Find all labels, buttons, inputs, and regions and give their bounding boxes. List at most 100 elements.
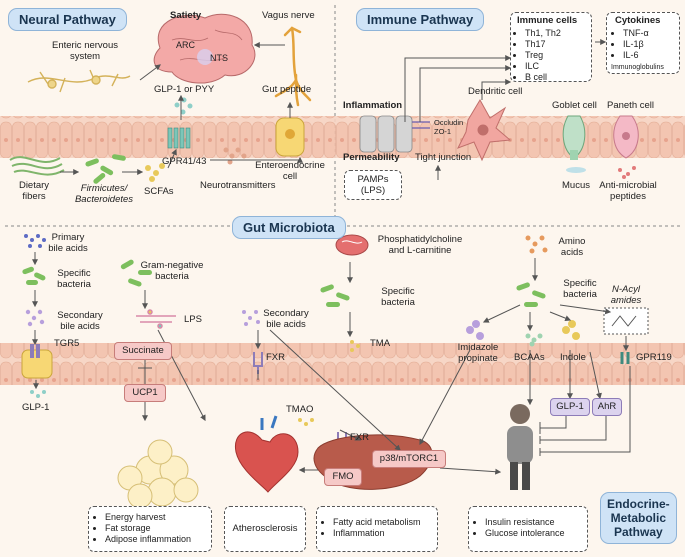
fxr-label-2: FXR [350, 432, 369, 443]
vagus-nerve-label: Vagus nerve [262, 10, 315, 21]
cytokine-item: IL-1β [623, 39, 649, 50]
secondary-bile-acids-1-label: Secondary bile acids [57, 310, 103, 332]
amino-acid-dots [525, 235, 548, 254]
glp1-pyy-label: GLP-1 or PYY [154, 84, 215, 95]
glp1-dots-left [30, 390, 46, 398]
bacteria-cluster-neural [85, 154, 126, 184]
tgr5-receptor-icon [21, 344, 53, 379]
glp1-left-label: GLP-1 [22, 402, 50, 413]
fmo-box: FMO [324, 468, 362, 486]
tma-label: TMA [370, 338, 391, 349]
immune-cell-item: B cell [525, 72, 561, 83]
immune-cell-item: Treg [525, 50, 561, 61]
specific-bacteria-1-label: Specific bacteria [57, 268, 91, 290]
specific-bacteria-2 [320, 284, 350, 307]
tgr5-label: TGR5 [54, 338, 80, 349]
brain-icon [153, 13, 256, 84]
nacyl-amide-structure-icon [603, 307, 649, 335]
immune-cell-item: Th1, Th2 [525, 28, 561, 39]
dietary-fibers-icon [9, 156, 65, 176]
neurotransmitter-dots [223, 147, 247, 165]
heart-icon [234, 415, 299, 493]
lower-epithelium [0, 343, 685, 385]
primary-bile-acid-dots [24, 234, 46, 248]
amino-acids-label: Amino acids [558, 236, 586, 258]
insulin-outcome-box: Insulin resistance Glucose intolerance [468, 506, 588, 552]
immunoglobulins-label: Immunoglobulins [611, 64, 664, 71]
adipose-outcome-list: Energy harvest Fat storage Adipose infla… [93, 512, 191, 545]
ahr-box: AhR [592, 398, 622, 416]
lps-icon [136, 309, 176, 329]
mucus-icon [566, 167, 586, 173]
enteric-nervous-system-label: Enteric nervous system [51, 40, 119, 62]
bcaa-dots [525, 333, 543, 347]
gpr-receptor-icon [167, 127, 191, 149]
person-icon [507, 404, 533, 490]
cytokines-box: Cytokines TNF-α IL-1β IL-6 Immunoglobuli… [606, 12, 680, 74]
outcome-item: Adipose inflammation [105, 534, 191, 545]
insulin-outcome-list: Insulin resistance Glucose intolerance [473, 517, 565, 539]
vagus-nerve-icon [274, 26, 312, 107]
arc-label: ARC [176, 40, 196, 50]
phosphatidylcholine-label: Phosphatidylcholine and L-carnitine [377, 234, 463, 256]
adipose-tissue-icon [117, 439, 199, 509]
pamps-box: PAMPs (LPS) [344, 170, 402, 200]
cytokines-title: Cytokines [615, 15, 661, 26]
zo1-label: ZO-1 [434, 127, 452, 136]
antimicrobial-peptides-label: Anti-microbial peptides [599, 180, 657, 202]
scfa-dots [145, 163, 165, 182]
tma-dots [350, 340, 360, 352]
gram-negative-bacteria [120, 259, 152, 287]
specific-bacteria-3-label: Specific bacteria [563, 278, 597, 300]
immune-pathway-title: Immune Pathway [356, 8, 485, 31]
lps-label: LPS [184, 314, 202, 325]
endocrine-metabolic-pathway-title: Endocrine- Metabolic Pathway [600, 492, 677, 544]
immune-cell-item: Th17 [525, 39, 561, 50]
secondary-bile-acid-dots-1 [25, 309, 45, 327]
neural-pathway-title: Neural Pathway [8, 8, 127, 31]
gpr41-43-label: GPR41/43 [162, 156, 207, 167]
specific-bacteria-2-label: Specific bacteria [381, 286, 415, 308]
paneth-cell-label: Paneth cell [607, 100, 655, 111]
cytokine-item: TNF-α [623, 28, 649, 39]
satiety-label: Satiety [170, 10, 202, 21]
outcome-item: Insulin resistance [485, 517, 565, 528]
epithelial-cells-icon [359, 115, 413, 153]
indole-label: Indole [560, 352, 586, 363]
indole-dots [562, 320, 580, 340]
enteroendocrine-cell-icon [275, 117, 305, 157]
outcome-item: Energy harvest [105, 512, 191, 523]
gram-negative-bacteria-label: Gram-negative bacteria [140, 260, 204, 282]
nts-label: NTS [210, 53, 228, 63]
secondary-bile-acids-2-label: Secondary bile acids [263, 308, 309, 330]
liver-outcome-list: Fatty acid metabolism Inflammation [321, 517, 421, 539]
paneth-cell-icon [613, 115, 639, 159]
gut-microbiota-title: Gut Microbiota [232, 216, 346, 239]
succinate-box: Succinate [114, 342, 172, 360]
goblet-cell-label: Goblet cell [552, 100, 597, 111]
tight-junction-icon [412, 121, 430, 129]
antimicrobial-peptide-dots [618, 166, 636, 179]
pamps-label: PAMPs (LPS) [357, 174, 389, 196]
specific-bacteria-3 [516, 282, 546, 307]
permeability-label: Permeability [343, 152, 400, 163]
cytokines-list: TNF-α IL-1β IL-6 [611, 28, 649, 61]
fxr-label-1: FXR [266, 352, 285, 363]
phosphatidylcholine-food-icon [335, 234, 369, 256]
gpr119-receptor-icon [620, 352, 630, 364]
immune-cells-box: Immune cells Th1, Th2 Th17 Treg ILC B ce… [510, 12, 592, 82]
enteric-nervous-system-icon [27, 69, 131, 93]
dendritic-cell-icon [456, 99, 512, 162]
cytokine-item: IL-6 [623, 50, 649, 61]
neurotransmitters-label: Neurotransmitters [200, 180, 276, 191]
tight-junction-label: Tight junction [415, 152, 472, 163]
tmao-label: TMAO [286, 404, 314, 415]
mucus-label: Mucus [562, 180, 590, 191]
tmao-dots [298, 418, 314, 426]
dietary-fibers-label: Dietary fibers [18, 180, 50, 202]
enteroendocrine-cell-label: Enteroendocrine cell [255, 160, 325, 182]
adipose-outcome-box: Energy harvest Fat storage Adipose infla… [88, 506, 212, 552]
secondary-bile-acid-dots-2 [242, 310, 260, 326]
dendritic-cell-label: Dendritic cell [468, 86, 523, 97]
